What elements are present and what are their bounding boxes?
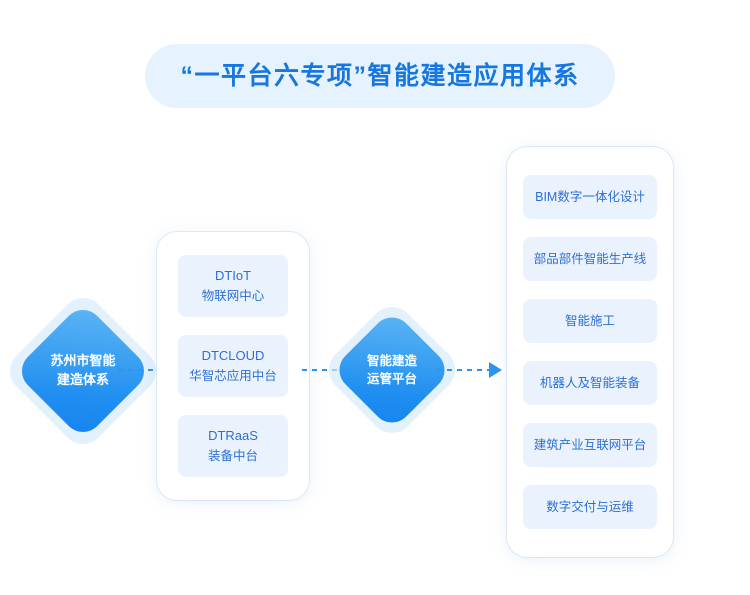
node-platform-label: 智能建造 运管平台 <box>341 319 443 421</box>
node-platform-label-line1: 智能建造 <box>366 353 417 368</box>
app-card-robotics-equipment[interactable]: 机器人及智能装备 <box>523 361 657 405</box>
middle-card-dtcloud-title: DTCLOUD <box>201 347 265 363</box>
applications-panel: BIM数字一体化设计 部品部件智能生产线 智能施工 机器人及智能装备 建筑产业互… <box>507 147 673 557</box>
app-card-industry-internet-platform[interactable]: 建筑产业互联网平台 <box>523 423 657 467</box>
middle-card-dtcloud[interactable]: DTCLOUD 华智芯应用中台 <box>178 335 288 397</box>
middle-card-dtiot[interactable]: DTIoT 物联网中心 <box>178 255 288 317</box>
middle-card-dtcloud-sub: 华智芯应用中台 <box>189 369 277 384</box>
node-platform-label-line2: 运管平台 <box>366 372 417 386</box>
middle-platform-panel: DTIoT 物联网中心 DTCLOUD 华智芯应用中台 DTRaaS 装备中台 <box>157 232 309 500</box>
app-card-digital-delivery-om[interactable]: 数字交付与运维 <box>523 485 657 529</box>
middle-card-dtraas[interactable]: DTRaaS 装备中台 <box>178 415 288 477</box>
app-card-component-production-line[interactable]: 部品部件智能生产线 <box>523 237 657 281</box>
connector-platform-to-applications <box>437 369 493 371</box>
arrow-right-icon <box>489 362 502 378</box>
connector-middle-to-platform <box>302 369 348 371</box>
node-source-label-line1: 苏州市智能 <box>50 353 116 369</box>
node-source-label: 苏州市智能 建造体系 <box>25 313 141 429</box>
page-title: “一平台六专项”智能建造应用体系 <box>180 61 580 90</box>
middle-card-dtiot-title: DTIoT <box>214 267 252 283</box>
diagram-title-pill: “一平台六专项”智能建造应用体系 <box>145 44 615 108</box>
node-source-label-line2: 建造体系 <box>56 372 109 387</box>
middle-card-dtraas-sub: 装备中台 <box>207 449 258 464</box>
middle-card-dtiot-sub: 物联网中心 <box>201 289 265 304</box>
app-card-smart-construction[interactable]: 智能施工 <box>523 299 657 343</box>
app-card-bim-design[interactable]: BIM数字一体化设计 <box>523 175 657 219</box>
node-operations-platform[interactable]: 智能建造 运管平台 <box>319 297 465 443</box>
middle-card-dtraas-title: DTRaaS <box>208 427 258 443</box>
connector-source-to-middle <box>118 369 166 371</box>
node-source-system[interactable]: 苏州市智能 建造体系 <box>0 288 166 454</box>
